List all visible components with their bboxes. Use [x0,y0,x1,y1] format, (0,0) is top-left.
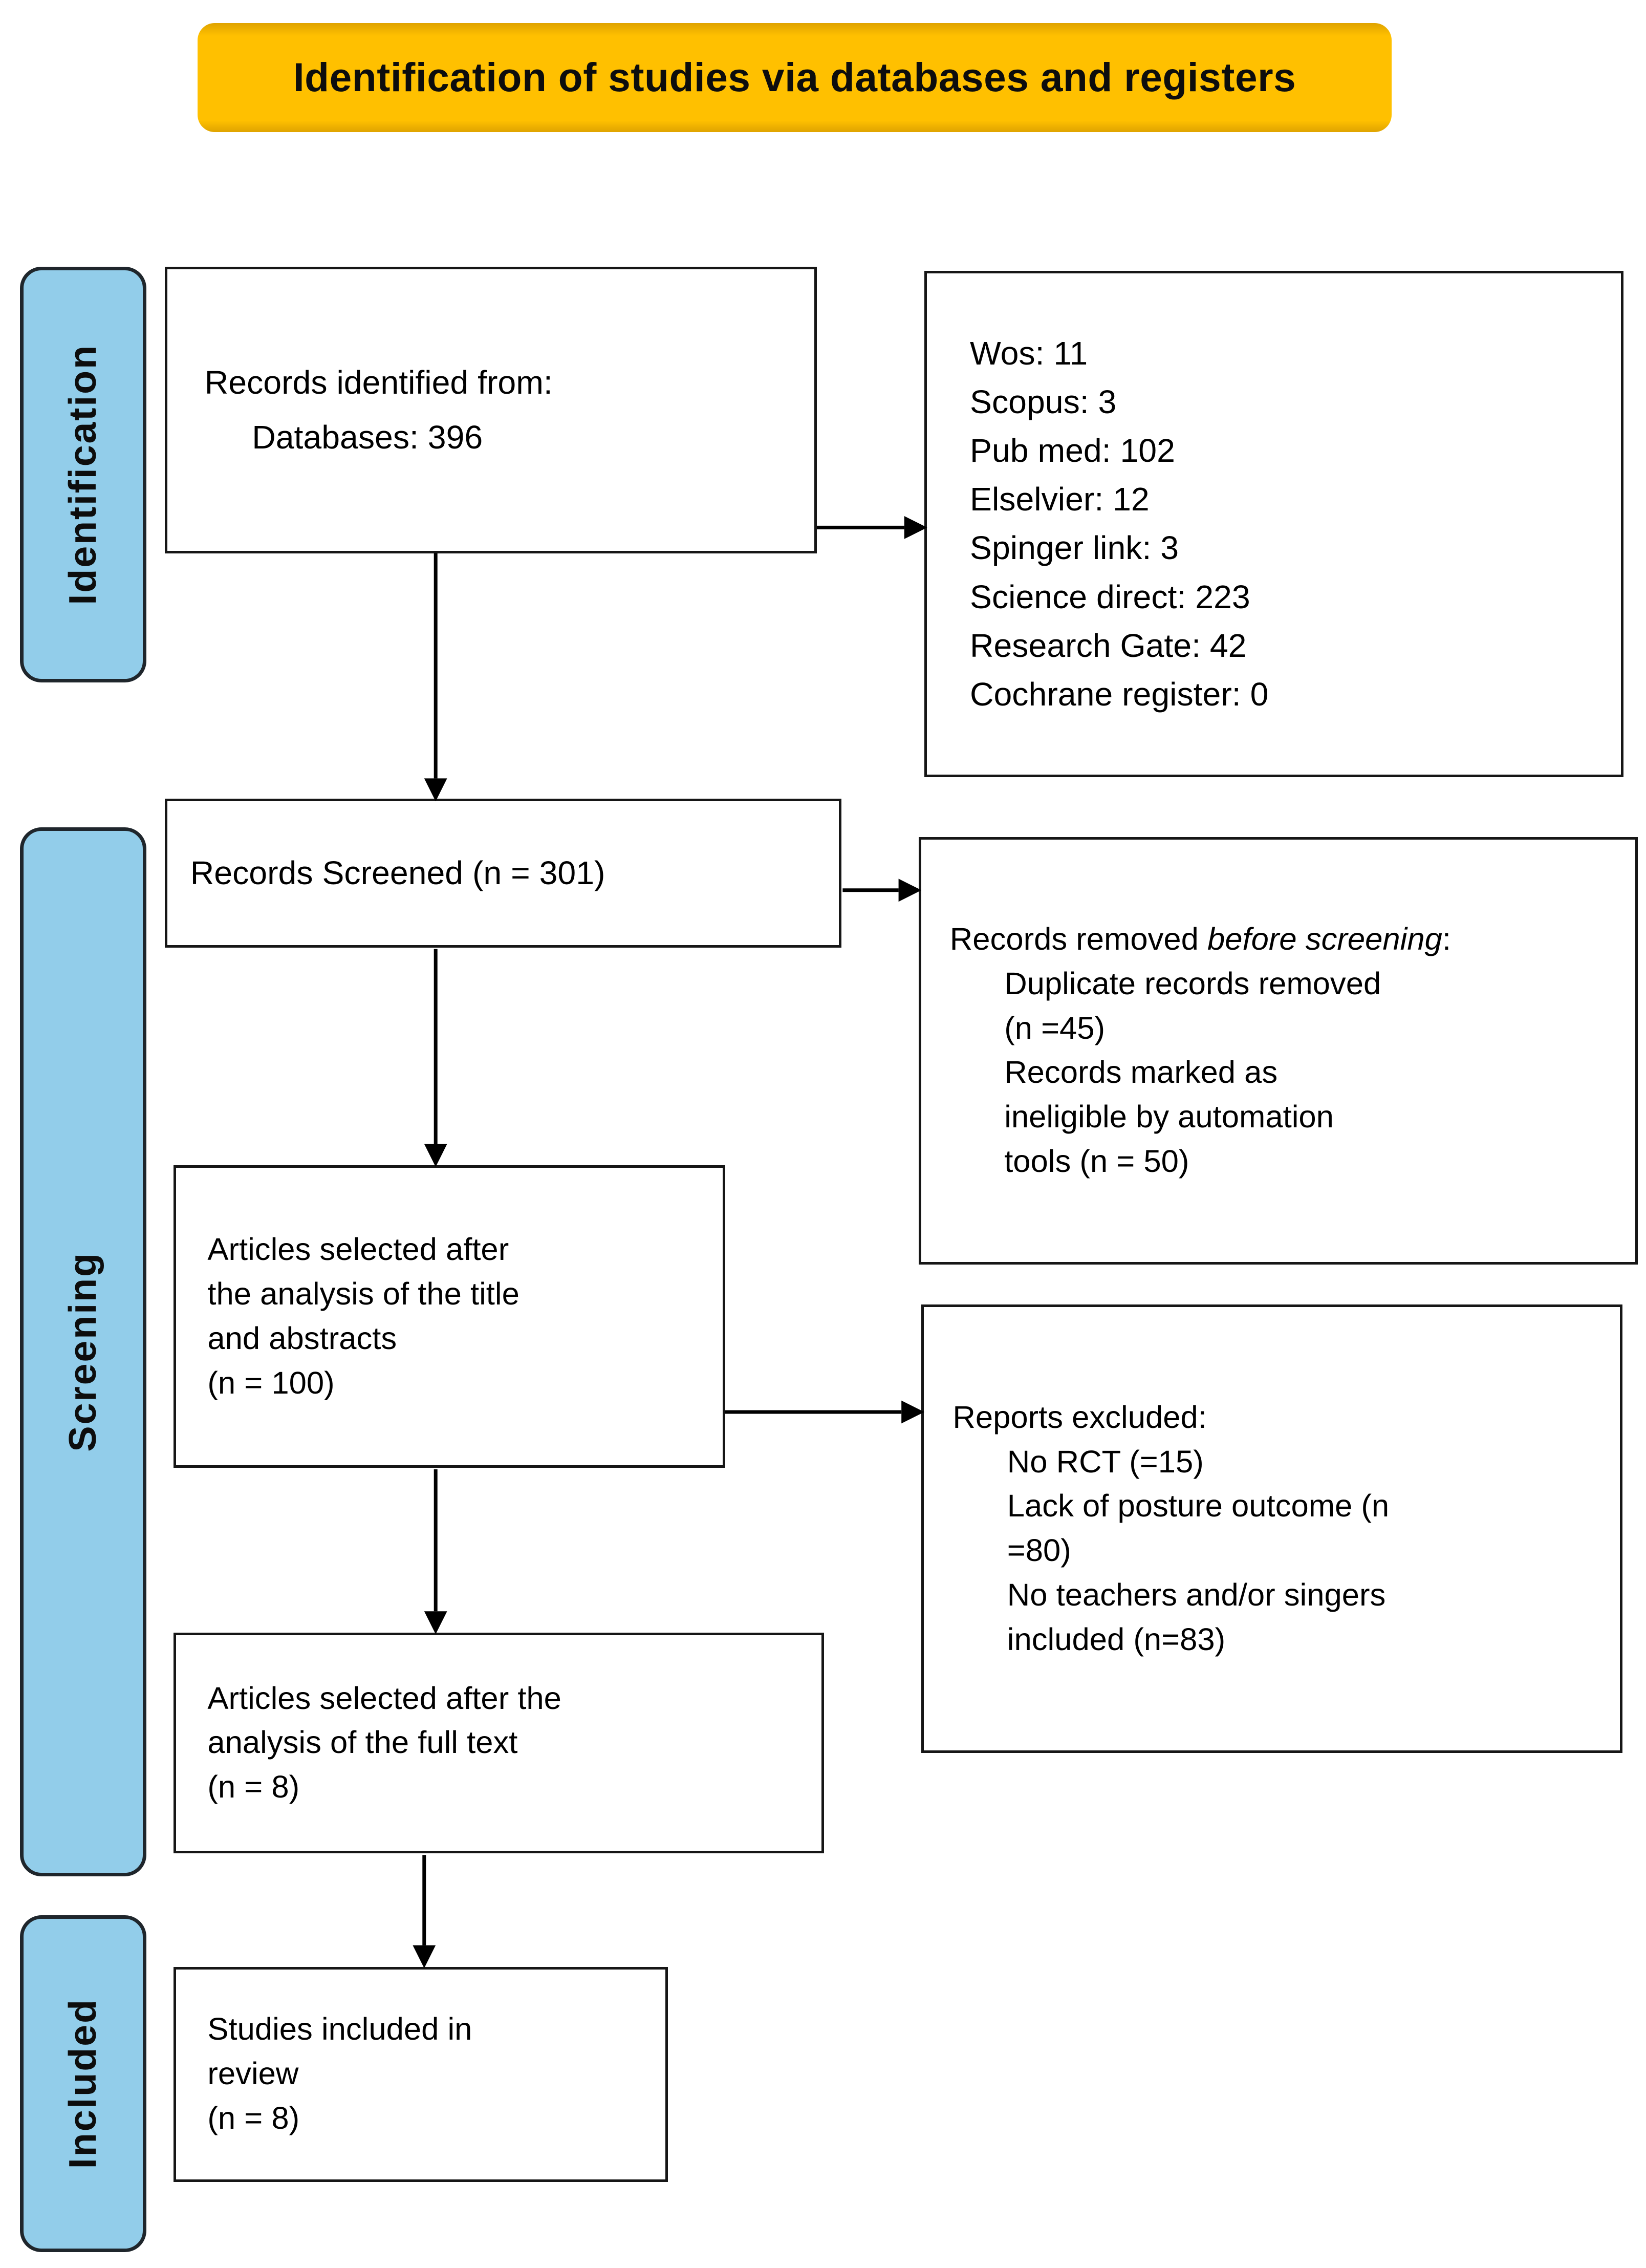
articles-full-text-line: Articles selected after the [207,1680,561,1716]
reports-excluded-title: Reports excluded: [952,1399,1207,1435]
box-records-removed-before-screening: Records removed before screening: Duplic… [918,837,1638,1265]
box-records-screened: Records Screened (n = 301) [165,798,841,948]
studies-included-line: Studies included in [207,2012,472,2047]
records-removed-item-line: tools (n = 50) [1004,1143,1189,1179]
stage-label-screening: Screening [61,1252,105,1452]
stage-label-identification: Identification [61,344,105,605]
source-wos: Wos: 11 [970,334,1088,372]
articles-title-abstracts-line: Articles selected after [207,1232,509,1268]
box-database-sources: Wos: 11 Scopus: 3 Pub med: 102 Elselvier… [924,271,1624,777]
stage-bar-included: Included [20,1915,146,2252]
records-removed-item-line: (n =45) [1004,1010,1106,1046]
box-studies-included: Studies included in review (n = 8) [173,1966,668,2182]
diagram-title: Identification of studies via databases … [293,54,1296,100]
articles-title-abstracts-line: the analysis of the title [207,1276,519,1312]
reports-excluded-item-line: Lack of posture outcome (n [1007,1488,1390,1524]
source-research-gate: Research Gate: 42 [970,627,1247,664]
reports-excluded-item-line: No RCT (=15) [1007,1444,1204,1480]
arrow-identified-down [424,553,447,802]
records-removed-item-line: Duplicate records removed [1004,966,1381,1001]
records-identified-line: Records identified from: [204,364,553,401]
articles-title-abstracts-line: and abstracts [207,1320,397,1356]
reports-excluded-item-line: included (n=83) [1007,1621,1226,1657]
records-removed-title-italic: before screening [1207,921,1442,957]
reports-excluded-item-line: =80) [1007,1533,1071,1569]
records-removed-item-line: Records marked as [1004,1055,1278,1090]
records-removed-item-line: ineligible by automation [1004,1099,1334,1135]
arrow-identified-to-sources [816,516,927,539]
box-reports-excluded: Reports excluded: No RCT (=15) Lack of p… [921,1304,1622,1753]
arrow-screened-down [424,949,447,1167]
articles-full-text-count: (n = 8) [207,1769,300,1805]
records-removed-title-prefix: Records removed [949,921,1208,957]
studies-included-count: (n = 8) [207,2100,300,2136]
articles-title-abstracts-count: (n = 100) [207,1365,335,1401]
title-banner: Identification of studies via databases … [198,23,1392,132]
box-articles-title-abstracts: Articles selected after the analysis of … [173,1165,725,1468]
records-screened-text: Records Screened (n = 301) [190,854,605,891]
studies-included-line: review [207,2056,299,2092]
source-cochrane-register: Cochrane register: 0 [970,675,1269,713]
records-removed-title: Records removed before screening: [950,917,1618,962]
records-removed-title-suffix: : [1442,921,1451,957]
box-articles-full-text: Articles selected after the analysis of … [173,1633,824,1854]
source-springer-link: Spinger link: 3 [970,529,1179,567]
records-identified-databases-count: Databases: 396 [252,418,483,456]
source-elsevier: Elselvier: 12 [970,481,1150,518]
box-records-identified: Records identified from: Databases: 396 [165,266,817,553]
arrow-screened-to-removed [842,879,922,902]
stage-label-included: Included [61,1998,105,2169]
stage-bar-screening: Screening [20,827,146,1877]
articles-full-text-line: analysis of the full text [207,1725,518,1761]
arrow-title-abstracts-down [424,1469,447,1634]
arrow-fulltext-down [413,1855,436,1969]
stage-bar-identification: Identification [20,266,146,682]
reports-excluded-item-line: No teachers and/or singers [1007,1577,1386,1613]
source-science-direct: Science direct: 223 [970,578,1250,615]
source-scopus: Scopus: 3 [970,383,1117,420]
source-pubmed: Pub med: 102 [970,432,1175,469]
arrow-title-abstracts-to-excluded [725,1400,924,1424]
